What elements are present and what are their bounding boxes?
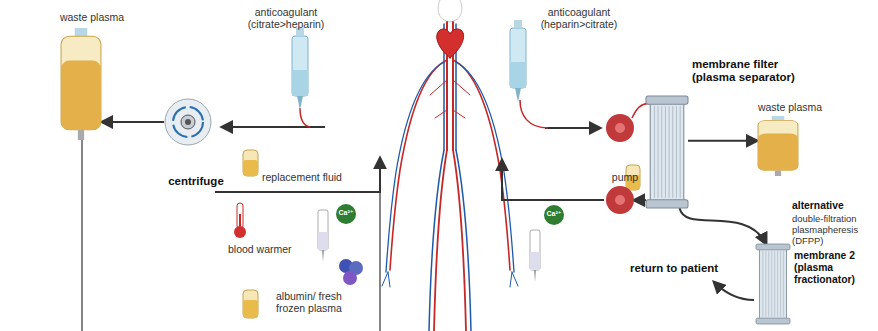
- flow-arrow: [634, 199, 646, 201]
- node-label: centrifuge: [156, 175, 236, 188]
- node-shape: Ca²⁺: [336, 204, 356, 224]
- node-label: membrane 2 (plasma fractionator): [794, 250, 878, 286]
- node-label: pump: [600, 171, 650, 183]
- shape-outline: [756, 244, 790, 324]
- ffp-bag: [243, 290, 258, 318]
- flow-arrow: [680, 208, 767, 244]
- annotation: anticoagulant (heparin>citrate): [529, 6, 629, 30]
- calcium-syringe: [530, 230, 540, 282]
- annotation: double-filtration plasmapheresis (DFPP): [792, 214, 876, 247]
- node-shape: waste plasma: [60, 28, 102, 140]
- calcium-syringe: [318, 210, 328, 262]
- node-label: Ca²⁺: [544, 210, 564, 218]
- node-label: waste plasma: [745, 101, 835, 113]
- replacement-bag: [243, 150, 258, 176]
- shape-outline: [60, 28, 102, 140]
- node-label: membrane filter (plasma separator): [692, 58, 817, 84]
- annotation: return to patient: [630, 262, 740, 275]
- annotation: alternative: [792, 200, 876, 212]
- thermometer: [234, 203, 246, 238]
- annotation: albumin/ fresh frozen plasma: [276, 290, 354, 314]
- shape-outline: [646, 96, 688, 208]
- node-shape: membrane 2 (plasma fractionator): [756, 244, 790, 324]
- shape-outline: [164, 98, 212, 146]
- pump: [606, 114, 634, 142]
- node-shape: centrifuge: [164, 98, 212, 146]
- node-label: waste plasma: [52, 11, 132, 23]
- annotation: anticoagulant (citrate>heparin): [236, 6, 336, 30]
- flow-arrow: [688, 140, 757, 142]
- node-label: Ca²⁺: [336, 209, 356, 217]
- syringe: [292, 28, 308, 110]
- annotation: blood warmer: [228, 243, 318, 255]
- human-figure: [382, 0, 518, 331]
- node-shape: membrane filter (plasma separator): [646, 96, 688, 208]
- flow-arrow: [102, 121, 164, 123]
- shape-outline: [606, 186, 634, 214]
- syringe: [510, 20, 526, 102]
- node-shape: Ca²⁺: [544, 205, 564, 225]
- shape-outline: [757, 116, 799, 176]
- node-shape: waste plasma: [757, 116, 799, 176]
- annotation: replacement fluid: [262, 171, 372, 183]
- albumin-molecule: [339, 259, 363, 285]
- node-shape: pump: [606, 186, 634, 214]
